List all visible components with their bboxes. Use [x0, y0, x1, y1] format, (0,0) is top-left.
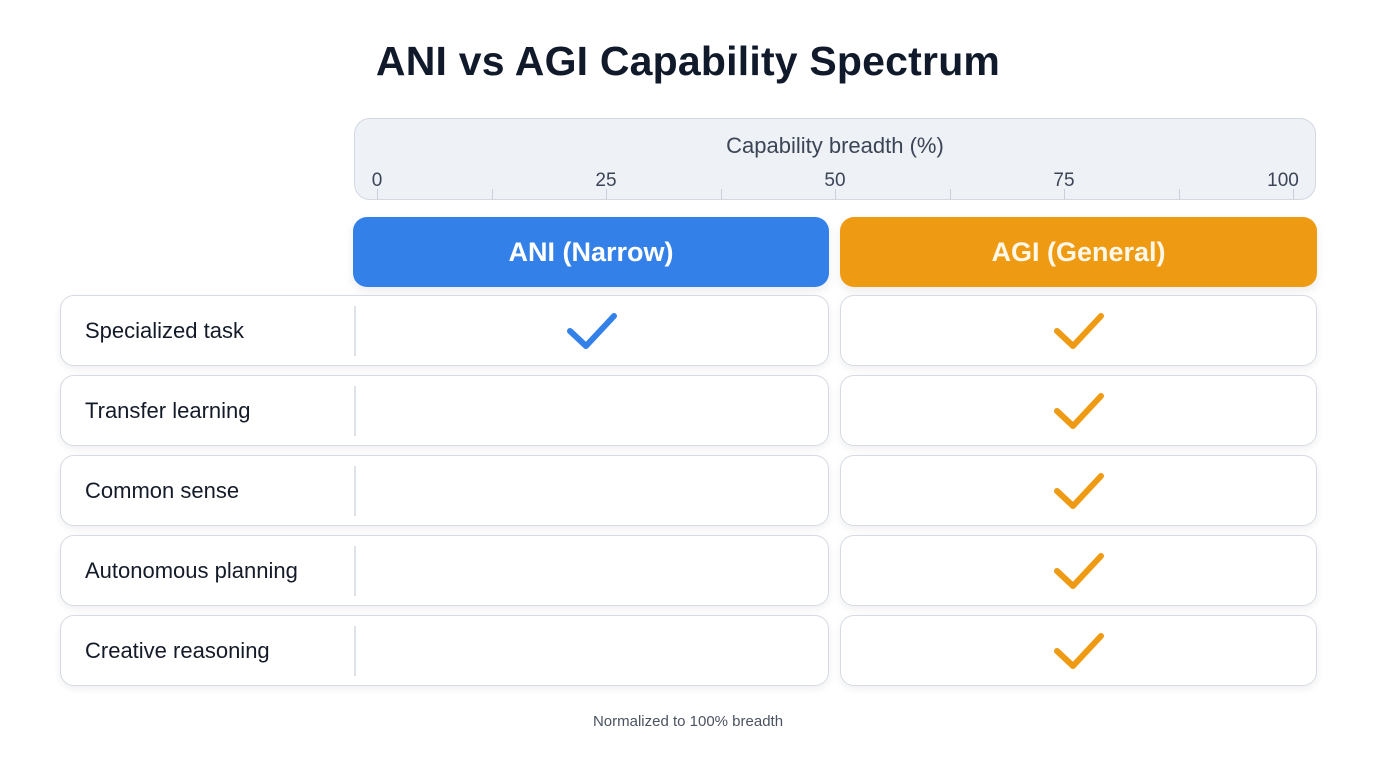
tick-mark [492, 189, 493, 199]
tick-label-75: 75 [1053, 170, 1075, 191]
tick-mark [606, 189, 607, 199]
row-divider [354, 626, 356, 676]
column-header-ani: ANI (Narrow) [353, 217, 829, 287]
row-divider [354, 306, 356, 356]
tick-mark [1293, 189, 1294, 199]
tick-label-0: 0 [371, 170, 383, 191]
check-icon [567, 312, 617, 349]
table-cell-agi [840, 455, 1317, 526]
check-icon [1053, 312, 1104, 349]
tick-mark [835, 189, 836, 199]
row-divider [354, 386, 356, 436]
row-label: Autonomous planning [85, 557, 298, 583]
tick-mark [1179, 189, 1180, 199]
table-cell-agi [840, 615, 1317, 686]
row-label: Transfer learning [85, 397, 251, 423]
page-title: ANI vs AGI Capability Spectrum [375, 38, 1001, 84]
check-icon [1053, 552, 1104, 589]
row-divider [354, 546, 356, 596]
tick-mark [950, 189, 951, 199]
table-cell-agi [840, 535, 1317, 606]
column-header-agi: AGI (General) [840, 217, 1317, 287]
table-cell-agi [840, 295, 1317, 366]
table-cell-agi [840, 375, 1317, 446]
check-icon [1053, 392, 1104, 429]
capability-axis: Capability breadth (%) 0 25 50 75 100 [354, 118, 1316, 200]
footnote: Normalized to 100% breadth [592, 713, 784, 730]
tick-mark [1064, 189, 1065, 199]
table-row-common-sense: Common sense [60, 455, 829, 526]
row-label: Specialized task [85, 317, 244, 343]
check-icon [1053, 472, 1104, 509]
tick-mark [721, 189, 722, 199]
table-row-specialized-task: Specialized task [60, 295, 829, 366]
row-divider [354, 466, 356, 516]
axis-label: Capability breadth (%) [726, 133, 944, 158]
row-label: Creative reasoning [85, 637, 270, 663]
row-label: Common sense [85, 477, 240, 503]
tick-label-50: 50 [824, 170, 846, 191]
table-row-autonomous-planning: Autonomous planning [60, 535, 829, 606]
tick-label-100: 100 [1267, 170, 1299, 191]
tick-mark [377, 189, 378, 199]
table-row-creative-reasoning: Creative reasoning [60, 615, 829, 686]
table-row-transfer-learning: Transfer learning [60, 375, 829, 446]
tick-label-25: 25 [595, 170, 617, 191]
check-icon [1053, 632, 1104, 669]
